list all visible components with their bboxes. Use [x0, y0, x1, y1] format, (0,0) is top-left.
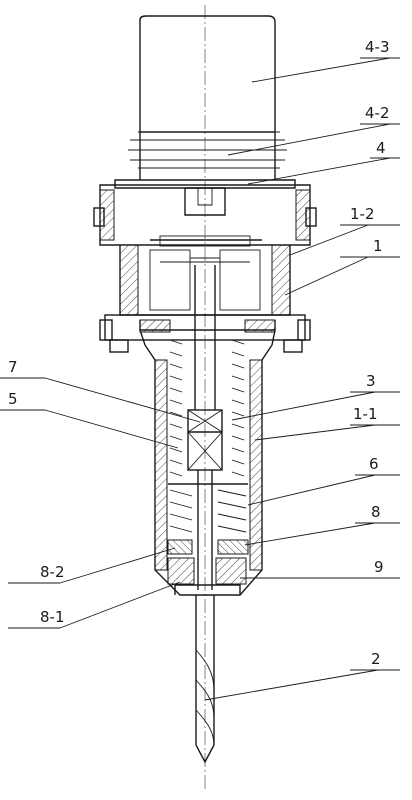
label-1: 1: [373, 237, 383, 255]
upper-spring: [169, 339, 245, 477]
callouts: 4-3 4-2 4 1-2 1 7 5 3 1-1 6: [0, 38, 400, 701]
seal-assembly: [167, 539, 249, 595]
label-6: 6: [369, 455, 379, 473]
shaft: [194, 265, 216, 590]
label-4-3: 4-3: [365, 38, 390, 56]
label-4-2: 4-2: [365, 104, 390, 122]
label-5: 5: [8, 390, 18, 408]
label-8-2: 8-2: [40, 563, 65, 581]
label-1-2: 1-2: [350, 205, 375, 223]
lower-spring: [168, 483, 248, 533]
lower-sleeve: [139, 319, 276, 596]
top-housing: [93, 179, 317, 247]
label-7: 7: [8, 358, 18, 376]
motor-body: [128, 15, 287, 180]
label-3: 3: [366, 372, 376, 390]
label-8: 8: [371, 503, 381, 521]
main-housing: [99, 244, 311, 353]
drill-bit: [195, 595, 215, 764]
coupling-block: [187, 409, 223, 471]
label-9: 9: [374, 558, 384, 576]
label-4: 4: [376, 139, 386, 157]
label-8-1: 8-1: [40, 608, 65, 626]
label-2: 2: [371, 650, 381, 668]
label-1-1: 1-1: [353, 405, 378, 423]
